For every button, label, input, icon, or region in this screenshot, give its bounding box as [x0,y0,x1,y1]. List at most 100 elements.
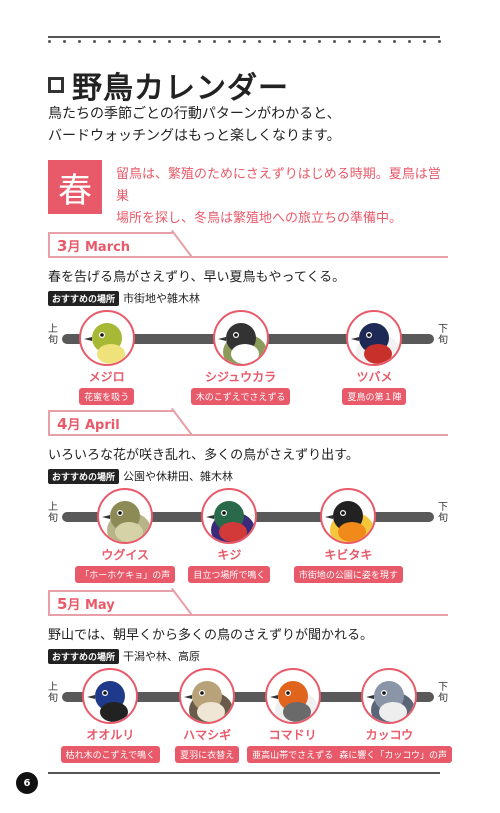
month-description: いろいろな花が咲き乱れ、多くの鳥がさえずり出す。 [48,448,359,463]
bird-name: メジロ [88,370,125,384]
bird-name: オオルリ [86,728,135,742]
kakkou-bird-icon [361,668,418,724]
bird-item: ハマシギ夏羽に衣替え [152,668,262,763]
bird-note: 花蜜を吸う [79,388,135,405]
rule-dot [318,40,321,43]
month-label: 5月 May [57,594,115,613]
recommended-place-row: おすすめの場所干潟や林、高原 [48,648,448,664]
rule-dot [408,40,411,43]
bird-note: 森に響く「カッコウ」の声 [334,746,453,763]
rule-dot [228,40,231,43]
bird-note: 夏鳥の第１陣 [342,388,407,405]
bird-name: シジュウカラ [204,370,277,384]
month-tab-frame [48,410,173,436]
rule-dot [303,40,306,43]
recommended-place: 市街地や雑木林 [123,292,201,305]
month-number: 3 [57,237,68,255]
intro-text: 鳥たちの季節ごとの行動パターンがわかると、 バードウォッチングはもっと楽しくなり… [48,103,448,147]
bird-note: 「ホーホケキョ」の声 [75,566,176,583]
recommended-place: 公園や休耕田、雑木林 [123,470,234,483]
page-number: 6 [16,772,38,794]
shijukara-bird-icon [212,310,269,366]
bird-note: 亜高山帯でさえずる [247,746,339,763]
bird-name: ウグイス [101,548,150,562]
rule-dot [123,40,126,43]
bird-item: コマドリ亜高山帯でさえずる [238,668,348,763]
month-tab: 4月 April [48,407,448,436]
bird-item: キビタキ市街地の公園に姿を現す [293,488,403,583]
month-tab: 5月 May [48,587,448,616]
komadori-bird-icon [264,668,321,724]
bird-note: 木のこずえでさえずる [190,388,291,405]
rule-dot [108,40,111,43]
bird-name: キビタキ [324,548,373,562]
tsubame-bird-icon [346,310,403,366]
rule-dot [198,40,201,43]
recommended-place-tag: おすすめの場所 [48,468,120,484]
month-description: 春を告げる鳥がさえずり、早い夏鳥もやってくる。 [48,270,346,285]
intro-line-2: バードウォッチングはもっと楽しくなります。 [48,128,341,144]
title-row: 野鳥カレンダー [48,63,289,107]
mejiro-bird-icon [78,310,135,366]
timeline-bar [62,692,434,702]
rule-dot [168,40,171,43]
month-tab-underline [48,256,448,258]
rule-dot [273,40,276,43]
ooruri-bird-icon [82,668,139,724]
bird-name: コマドリ [268,728,317,742]
month-english: March [84,240,131,255]
rule-dot [258,40,261,43]
month-tab-slant [171,407,193,436]
bird-name: ツバメ [356,370,393,384]
bird-note: 市街地の公園に姿を現す [293,566,403,583]
rule-dot [213,40,216,43]
recommended-place-tag: おすすめの場所 [48,648,120,664]
month-tab-frame [48,590,173,616]
month-tab-slant [171,229,193,258]
month-tab-frame [48,232,173,258]
title-square-icon [48,77,64,93]
month-timeline: 上旬 下旬ウグイス「ホーホケキョ」の声 キジ目立つ場所で鳴く キビタキ市街地の公園に姿… [48,488,448,584]
kiji-bird-icon [201,488,258,544]
rule-dot [393,40,396,43]
month-tab-underline [48,614,448,616]
recommended-place-row: おすすめの場所公園や休耕田、雑木林 [48,468,448,484]
top-dotted-rule [48,36,441,44]
season-line-2: 場所を探し、冬鳥は繁殖地への旅立ちの準備中。 [116,211,403,226]
rule-dot [438,40,441,43]
bird-note: 枯れ木のこずえで鳴く [60,746,161,763]
hamashigi-bird-icon [179,668,236,724]
season-badge: 春 [48,160,102,214]
bird-name: キジ [217,548,242,562]
month-label: 3月 March [57,236,130,255]
recommended-place: 干潟や林、高原 [123,650,201,663]
page-title: 野鳥カレンダー [72,71,289,106]
rule-dot [63,40,66,43]
month-timeline: 上旬下旬オオルリ枯れ木のこずえで鳴くハマシギ夏羽に衣替えコマドリ亜高山帯でさえず… [48,668,453,764]
bird-item: カッコウ森に響く「カッコウ」の声 [334,668,453,763]
rule-dot [48,40,51,43]
timeline-end-label: 下旬 [438,502,448,524]
rule-dot [288,40,291,43]
month-tab-underline [48,434,448,436]
timeline-start-label: 上旬 [48,502,58,524]
timeline-end-label: 下旬 [438,682,448,704]
bird-note: 夏羽に衣替え [175,746,240,763]
bird-item: シジュウカラ木のこずえでさえずる [186,310,296,405]
month-number: 5 [57,595,68,613]
month-english: May [84,598,115,613]
rule-dot [138,40,141,43]
timeline-start-label: 上旬 [48,324,58,346]
month-description: 野山では、朝早くから多くの鳥のさえずりが聞かれる。 [48,628,374,643]
rule-dot [243,40,246,43]
bird-note: 目立つ場所で鳴く [188,566,271,583]
bird-name: カッコウ [365,728,414,742]
bird-item: ツバメ夏鳥の第１陣 [319,310,429,405]
month-unit: 月 [67,598,81,613]
month-english: April [84,418,120,433]
rule-dot [78,40,81,43]
month-label: 4月 April [57,414,120,433]
